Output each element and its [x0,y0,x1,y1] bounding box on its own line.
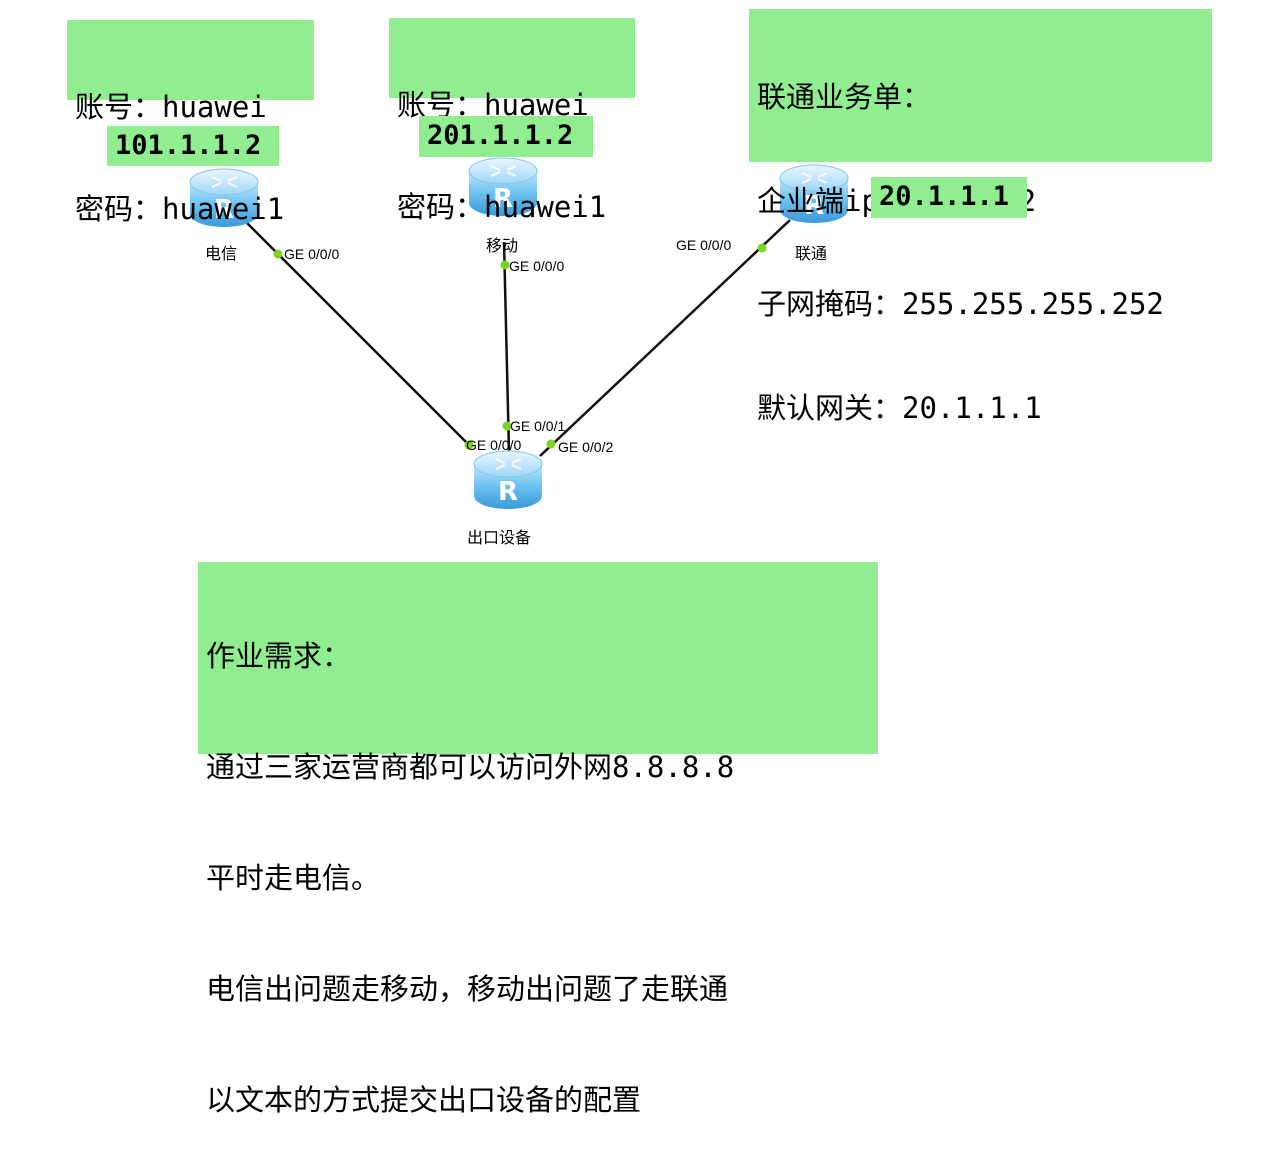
topology-diagram: R [189,157,849,510]
port-dot [546,439,556,449]
port-dot [500,260,510,270]
port-label-unicom: GE 0/0/0 [676,237,732,253]
link-telecom-egress [245,221,471,447]
telecom-ip-label: 101.1.1.2 [107,126,279,166]
note-line: 联通业务单： [757,80,932,114]
router-icon[interactable] [473,450,543,510]
mobile-account-note: 账号：huawei 密码：huawei1 [389,18,635,224]
port-label-egress-ge2: GE 0/0/2 [558,439,614,455]
note-line: 默认网关：20.1.1.1 [757,390,1042,425]
note-line: 平时走电信。 [206,861,381,895]
port-label-mobile: GE 0/0/0 [509,258,565,274]
device-name-telecom: 电信 [205,244,238,263]
unicom-order-note: 联通业务单： 企业端ip:20.1.1.2 子网掩码：255.255.255.2… [749,9,1212,425]
mobile-ip-label: 201.1.1.2 [419,116,593,157]
port-label-egress-ge0: GE 0/0/0 [466,437,522,453]
port-dot [502,421,512,431]
note-line: 以文本的方式提交出口设备的配置 [206,1083,642,1117]
device-name-egress: 出口设备 [467,528,532,547]
note-line: 通过三家运营商都可以访问外网8.8.8.8 [206,750,735,784]
device-name-mobile: 移动 [486,236,519,255]
assignment-note: 作业需求： 通过三家运营商都可以访问外网8.8.8.8 平时走电信。 电信出问题… [198,562,878,1117]
note-line: 账号：huawei [75,90,267,124]
port-label-telecom: GE 0/0/0 [284,246,340,262]
note-line: 密码：huawei1 [75,192,285,226]
note-line: 作业需求： [206,639,352,673]
telecom-account-note: 账号：huawei 密码：huawei1 [67,20,314,226]
device-name-unicom: 联通 [795,244,828,263]
link-unicom-egress [539,219,791,457]
link-mobile-egress [502,241,511,453]
port-label-egress-ge1: GE 0/0/1 [510,418,566,434]
port-dot [273,249,283,259]
note-line: 密码：huawei1 [397,190,607,224]
unicom-ip-label: 20.1.1.1 [871,177,1027,218]
note-line: 电信出问题走移动，移动出问题了走联通 [206,972,729,1006]
note-line: 子网掩码：255.255.255.252 [757,287,1164,321]
port-dot [464,440,474,450]
port-dot [757,243,767,253]
